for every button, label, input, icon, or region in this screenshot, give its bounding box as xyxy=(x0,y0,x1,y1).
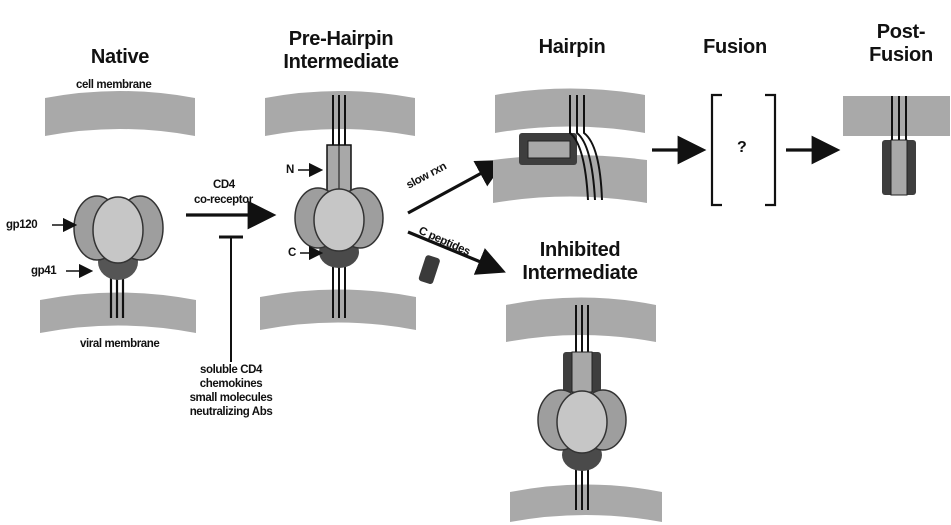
inhibitor-list: soluble CD4 chemokines small molecules n… xyxy=(161,363,301,419)
inhibited-n-helix xyxy=(572,352,592,392)
postfusion-stage xyxy=(843,96,950,195)
native-cell-membrane xyxy=(45,91,195,136)
c-peptide-cylinder xyxy=(418,254,441,284)
gp120-label: gp120 xyxy=(6,218,37,232)
postfusion-bundle-core xyxy=(891,140,907,195)
prehairpin-title-1: Pre-Hairpin xyxy=(266,28,416,50)
inhibited-title-1: Inhibited xyxy=(510,239,650,261)
inhibitor-item: neutralizing Abs xyxy=(161,405,301,419)
viral-membrane-label: viral membrane xyxy=(80,337,159,351)
postfusion-title-2: Fusion xyxy=(858,44,944,66)
inhibited-title-2: Intermediate xyxy=(505,262,655,284)
inhibited-gp120-front xyxy=(557,391,607,453)
c-label: C xyxy=(288,246,296,260)
hairpin-stage xyxy=(493,89,647,204)
cd4-step xyxy=(186,215,270,362)
inhibitor-item: chemokines xyxy=(161,377,301,391)
hairpin-bundle-core xyxy=(528,141,570,158)
inhibitor-item: soluble CD4 xyxy=(161,363,301,377)
prehairpin-title-2: Intermediate xyxy=(266,51,416,73)
cell-membrane-label: cell membrane xyxy=(76,78,151,92)
postfusion-membrane xyxy=(843,96,950,136)
native-stage xyxy=(40,91,196,333)
pre-hairpin-stage xyxy=(260,91,416,330)
postfusion-title-1: Post- xyxy=(866,21,936,43)
native-title: Native xyxy=(80,46,160,68)
n-label: N xyxy=(286,163,294,177)
inhibitor-item: small molecules xyxy=(161,391,301,405)
hairpin-title: Hairpin xyxy=(527,36,617,58)
prehairpin-gp120-front xyxy=(314,189,364,251)
fusion-title: Fusion xyxy=(690,36,780,58)
inhibited-viral-membrane xyxy=(510,485,662,523)
gp41-label: gp41 xyxy=(31,264,56,278)
fusion-unknown-mark: ? xyxy=(737,139,747,157)
inhibited-stage xyxy=(506,298,662,523)
native-gp120-front xyxy=(93,197,143,263)
cd4-label: CD4 xyxy=(213,178,235,192)
coreceptor-label: co-receptor xyxy=(194,193,253,207)
